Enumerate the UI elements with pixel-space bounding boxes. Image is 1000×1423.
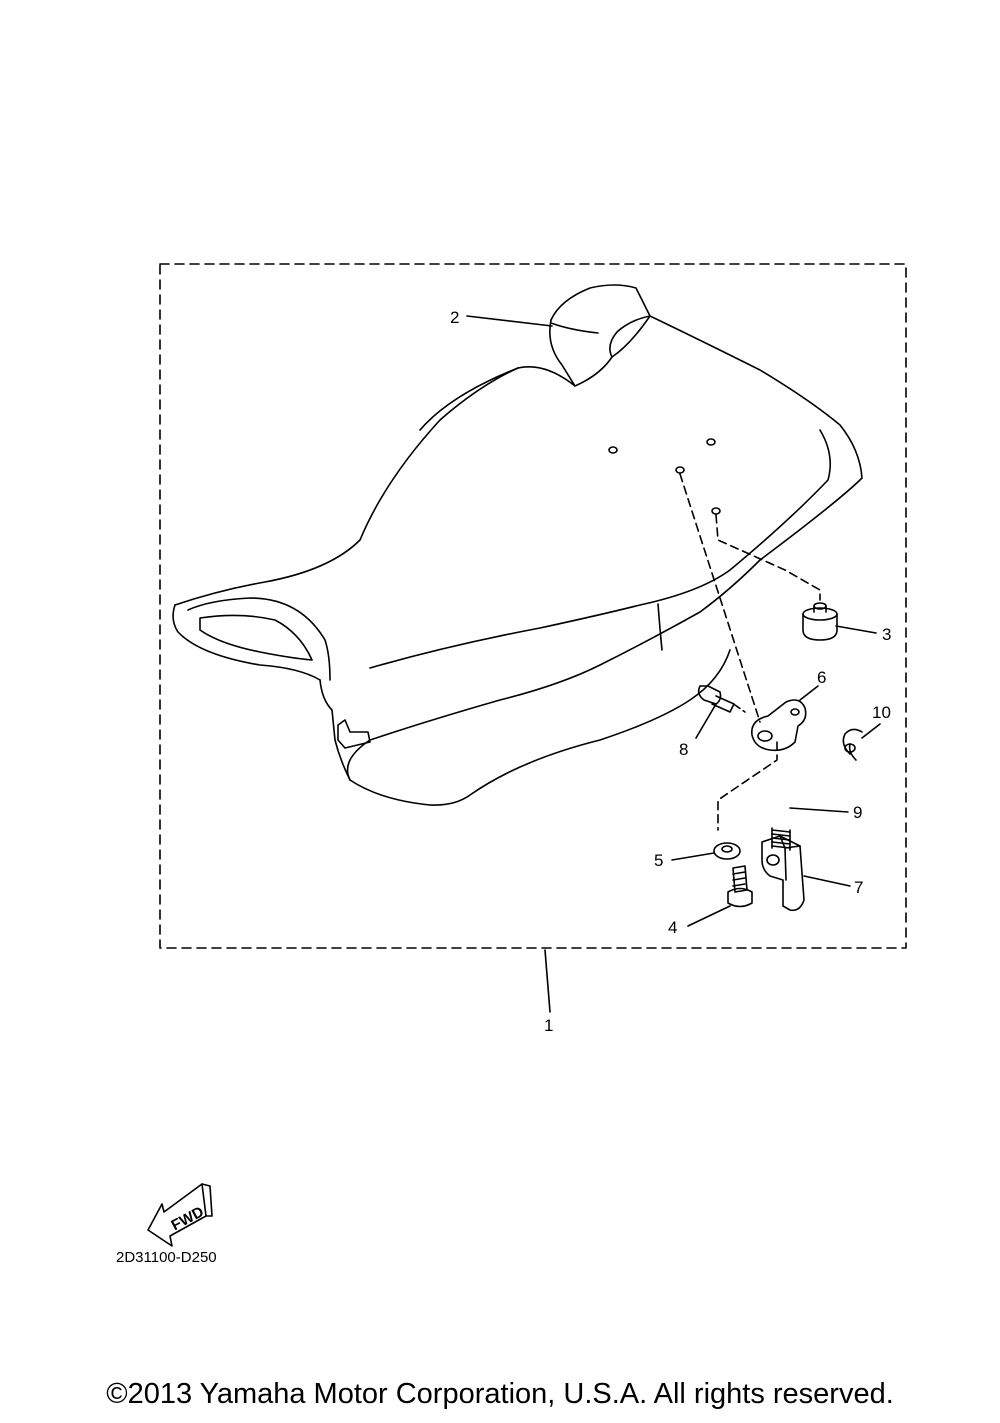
leader-1 <box>544 949 551 1013</box>
leader-10 <box>861 723 881 739</box>
guide-line-damper <box>715 514 821 601</box>
part-5-collar <box>713 842 741 860</box>
leader-4 <box>687 905 731 927</box>
callout-6: 6 <box>817 668 826 687</box>
callout-5: 5 <box>654 851 663 870</box>
seat-illustration <box>172 284 863 806</box>
callout-8: 8 <box>679 740 688 759</box>
leader-3 <box>835 625 877 634</box>
leader-8 <box>695 703 717 739</box>
part-4-bolt <box>727 865 753 908</box>
leader-9 <box>789 807 849 813</box>
part-3-damper <box>802 602 838 641</box>
leader-2 <box>466 315 553 327</box>
guide-line-bolt <box>734 704 746 713</box>
leader-5 <box>671 852 715 861</box>
callout-4: 4 <box>668 918 677 937</box>
part-6-hook <box>751 699 807 752</box>
fwd-arrow-icon <box>147 1183 213 1247</box>
callout-1: 1 <box>544 1016 553 1035</box>
callout-7: 7 <box>854 878 863 897</box>
guide-line-hook <box>679 473 761 723</box>
callout-2: 2 <box>450 308 459 327</box>
callout-3: 3 <box>882 625 891 644</box>
part-10-clip <box>842 728 863 761</box>
callout-10: 10 <box>872 703 891 722</box>
callout-9: 9 <box>853 803 862 822</box>
part-7-lock-bracket <box>761 835 805 912</box>
guide-line-collar <box>717 741 778 831</box>
part-code: 2D31100-D250 <box>116 1249 217 1266</box>
copyright-notice: ©2013 Yamaha Motor Corporation, U.S.A. A… <box>106 1378 894 1410</box>
leader-6 <box>799 685 819 701</box>
assembly-boundary <box>159 263 907 949</box>
fwd-label: FWD <box>169 1203 207 1234</box>
leader-7 <box>803 875 851 887</box>
